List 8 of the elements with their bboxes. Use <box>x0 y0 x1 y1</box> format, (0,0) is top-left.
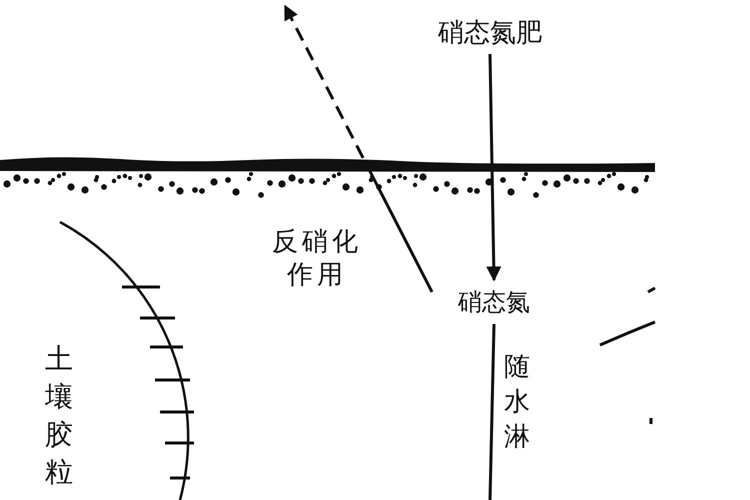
particle-label: 土壤胶粒 <box>45 341 74 490</box>
edge-label: 随水淋 <box>504 351 531 454</box>
arrow <box>284 4 434 293</box>
edge-label: 反硝化作用 <box>271 226 363 291</box>
node-label: 硝态氮肥 <box>420 12 560 52</box>
connector-line <box>488 324 496 500</box>
arrow <box>486 54 502 282</box>
node-label: 硝态氮 <box>438 282 550 322</box>
